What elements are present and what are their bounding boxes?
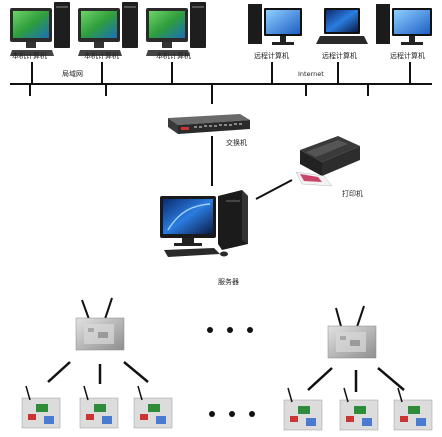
local-pc-2 <box>78 2 138 56</box>
local-pc-2-label: 本机计算机 <box>84 52 119 60</box>
server-device <box>160 190 248 257</box>
local-pc-1 <box>10 2 70 56</box>
remote-pc-2 <box>316 8 368 44</box>
sensor-node <box>393 387 433 431</box>
remote-pc-3-label: 远程计算机 <box>390 52 425 60</box>
internet-label: Internet <box>298 70 324 78</box>
sensor-node <box>79 385 119 429</box>
remote-pc-3 <box>376 4 432 45</box>
local-pc-1-label: 本机计算机 <box>12 52 47 60</box>
printer-label: 打印机 <box>342 190 363 198</box>
lan-label: 局域网 <box>62 70 83 78</box>
local-pc-3 <box>146 2 206 56</box>
remote-pc-1 <box>248 4 302 45</box>
sensor-node <box>133 385 173 429</box>
remote-pc-2-label: 远程计算机 <box>322 52 357 60</box>
switch-label: 交换机 <box>226 139 247 147</box>
sensor-node <box>21 385 61 429</box>
gateway-1 <box>75 297 125 351</box>
local-pc-3-label: 本机计算机 <box>156 52 191 60</box>
gateway-ellipsis <box>207 327 253 333</box>
printer-device <box>295 136 360 187</box>
gateway-2 <box>327 305 377 359</box>
sensor-node <box>283 387 323 431</box>
wireless-links <box>47 361 405 392</box>
lan-links <box>211 136 293 200</box>
sensor-node <box>339 387 379 431</box>
network-bus <box>10 62 432 104</box>
node-ellipsis <box>209 411 255 417</box>
switch-device <box>168 114 250 134</box>
remote-pc-1-label: 远程计算机 <box>254 52 289 60</box>
server-label: 服务器 <box>218 278 239 286</box>
